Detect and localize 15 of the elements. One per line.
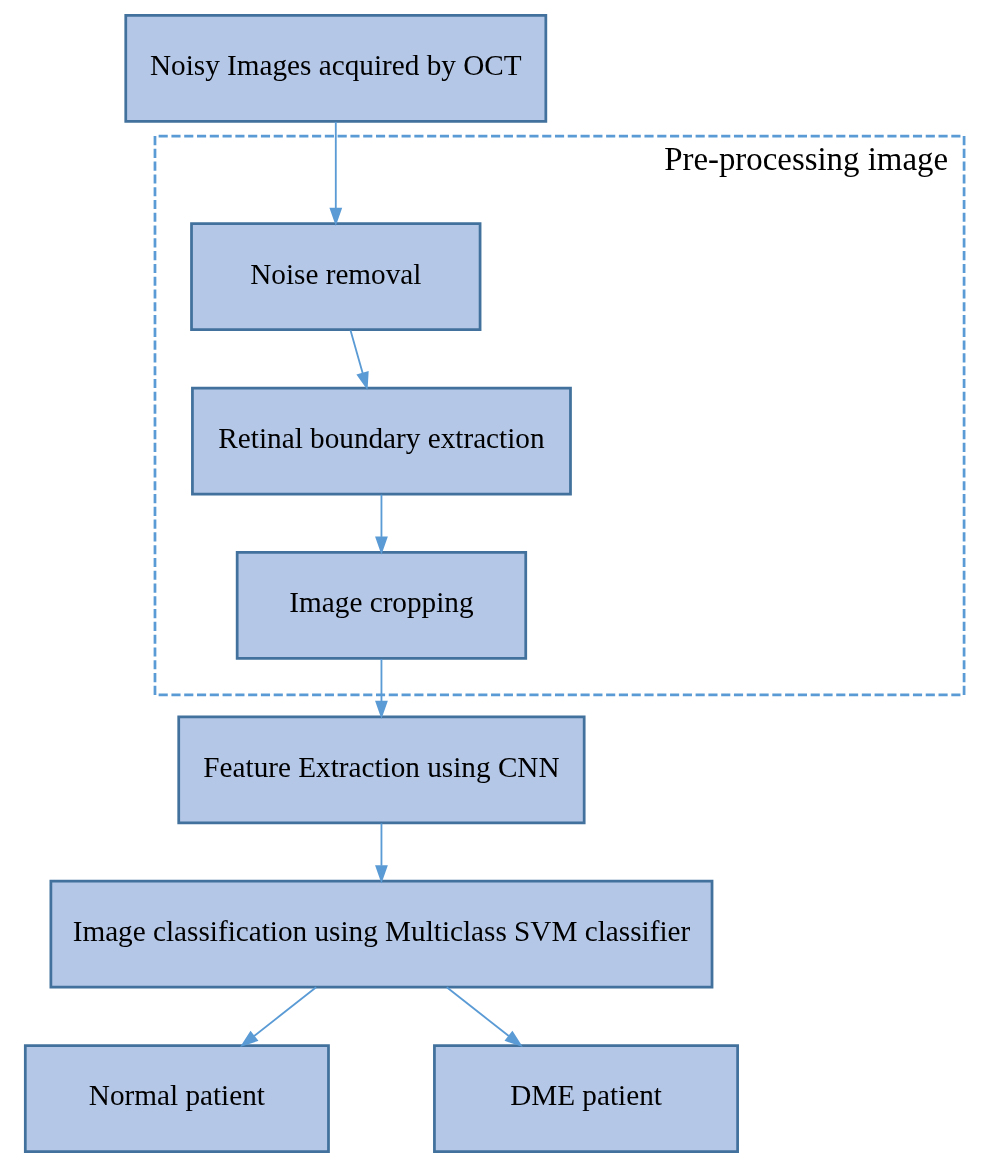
node-box: DME patient [432,1044,739,1153]
arrow [374,493,388,555]
arrow [374,822,388,884]
node-box: Image classification using Multiclass SVM classifier [49,879,713,989]
node-box: Normal patient [23,1044,330,1153]
arrow [239,986,317,1048]
node-box: Retinal boundary extraction [190,386,572,496]
arrow [349,329,369,391]
node-box: Noisy Images acquired by OCT [123,14,547,123]
arrow [445,986,523,1048]
node-box: Image cropping [235,551,527,660]
arrow [328,120,342,226]
arrow [374,658,388,720]
node-box: Noise removal [189,222,481,331]
node-box: Feature Extraction using CNN [176,715,586,825]
